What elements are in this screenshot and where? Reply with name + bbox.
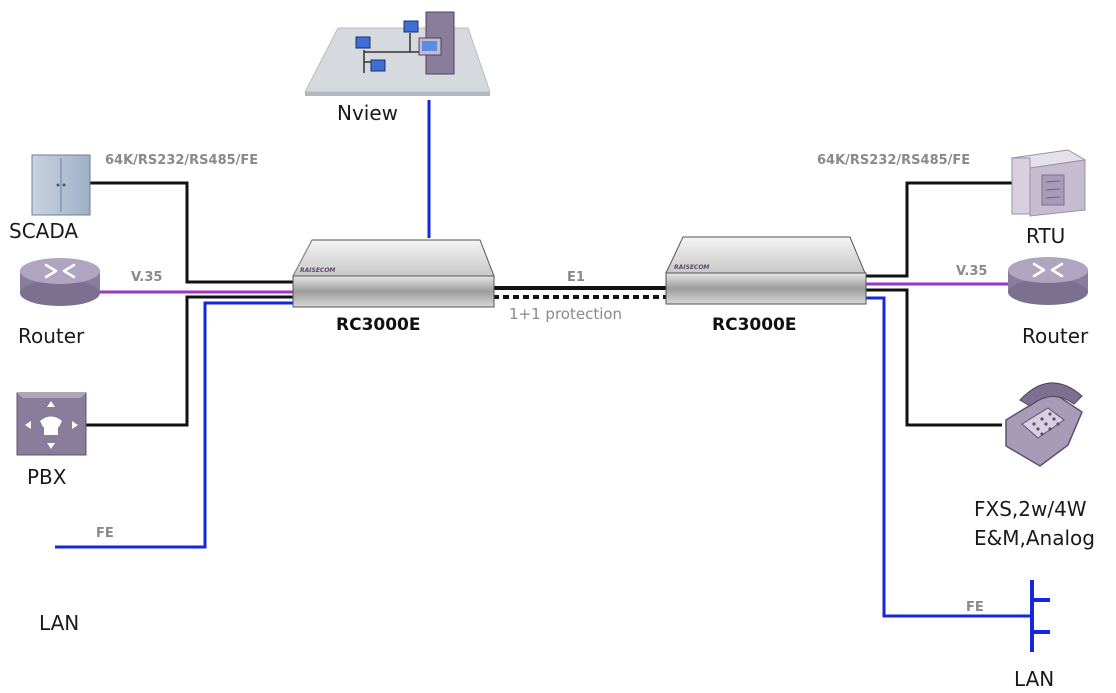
v35-right-label: V.35 (956, 264, 987, 279)
router-right-label: Router (1022, 324, 1089, 348)
scada-label: SCADA (9, 219, 78, 243)
lan-bus-icon[interactable] (1030, 580, 1050, 652)
lan-right-label: LAN (1014, 667, 1054, 691)
device-left-label: RC3000E (336, 315, 421, 335)
device-right-brand: RAISECOM (674, 264, 709, 271)
pbx-icon[interactable] (16, 392, 87, 456)
v35-left-label: V.35 (131, 270, 162, 285)
router-right-icon[interactable] (1008, 257, 1088, 305)
cabinet-icon[interactable] (31, 154, 91, 216)
pbx-link (86, 295, 295, 427)
fxs-label-line1: FXS,2w/4W (974, 497, 1087, 521)
lan-left-link (55, 301, 295, 549)
e1-label: E1 (567, 270, 585, 285)
lan-right-link (866, 296, 1032, 618)
device-right-label: RC3000E (712, 315, 797, 335)
protection-label: 1+1 protection (509, 305, 622, 323)
rtu-label: RTU (1026, 224, 1065, 248)
fe-left-label: FE (96, 526, 114, 541)
fxs-label-line2: E&M,Analog (974, 526, 1095, 550)
telephone-icon[interactable] (1005, 382, 1083, 467)
lan-left-label: LAN (39, 611, 79, 635)
device-left-brand: RAISECOM (300, 267, 335, 274)
device-right-icon[interactable]: RAISECOM (665, 236, 867, 305)
router-left-icon[interactable] (20, 258, 100, 306)
rtu-server-icon[interactable] (1010, 149, 1087, 217)
fe-right-label: FE (966, 600, 984, 615)
iface-left-label: 64K/RS232/RS485/FE (105, 153, 258, 168)
pbx-label: PBX (27, 465, 67, 489)
rtu-link (866, 181, 1012, 278)
device-left-icon[interactable]: RAISECOM (292, 239, 495, 308)
iface-right-label: 64K/RS232/RS485/FE (817, 153, 970, 168)
network-management-station-icon[interactable] (304, 11, 491, 96)
telephone-link (866, 288, 1002, 427)
nview-label: Nview (337, 101, 398, 125)
scada-link (90, 181, 295, 284)
router-left-label: Router (18, 324, 85, 348)
